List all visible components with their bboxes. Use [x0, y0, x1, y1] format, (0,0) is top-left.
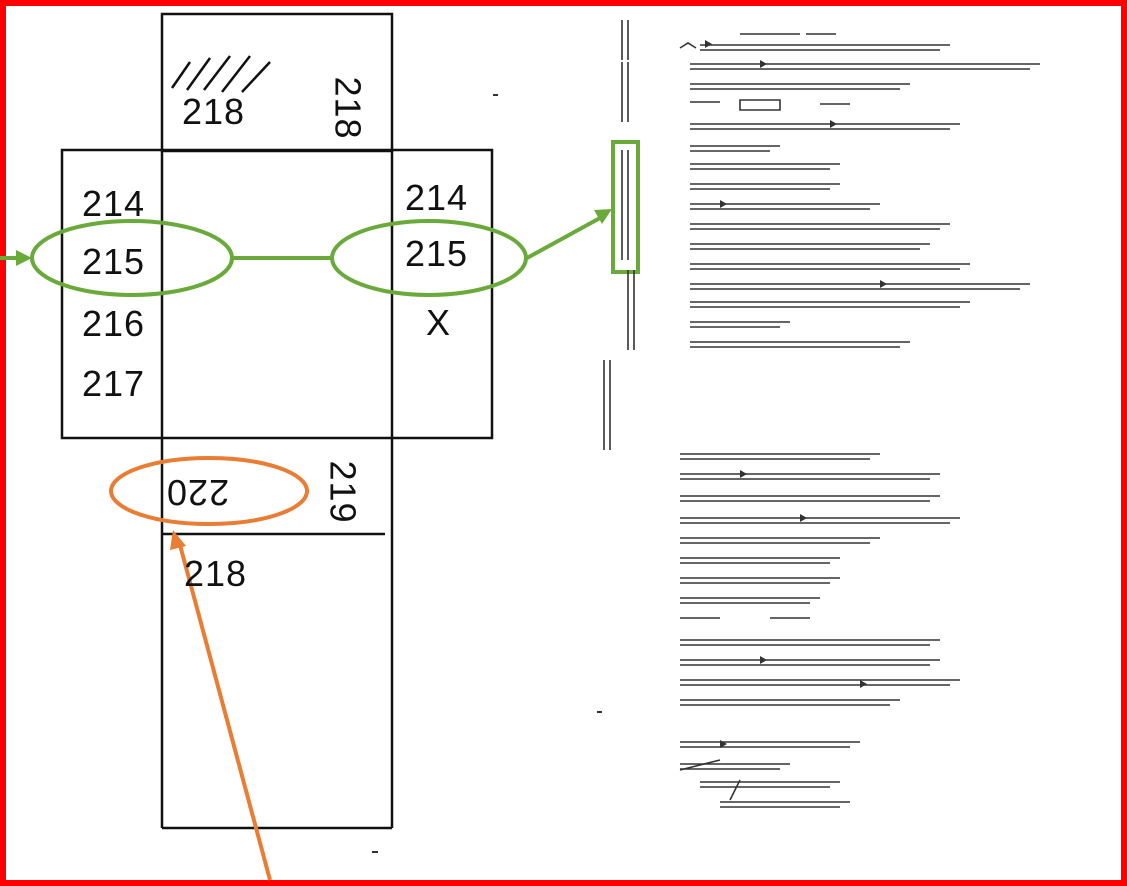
margin-column [604, 20, 634, 450]
reverse-lines [680, 454, 960, 807]
obverse-lines [680, 34, 1040, 347]
